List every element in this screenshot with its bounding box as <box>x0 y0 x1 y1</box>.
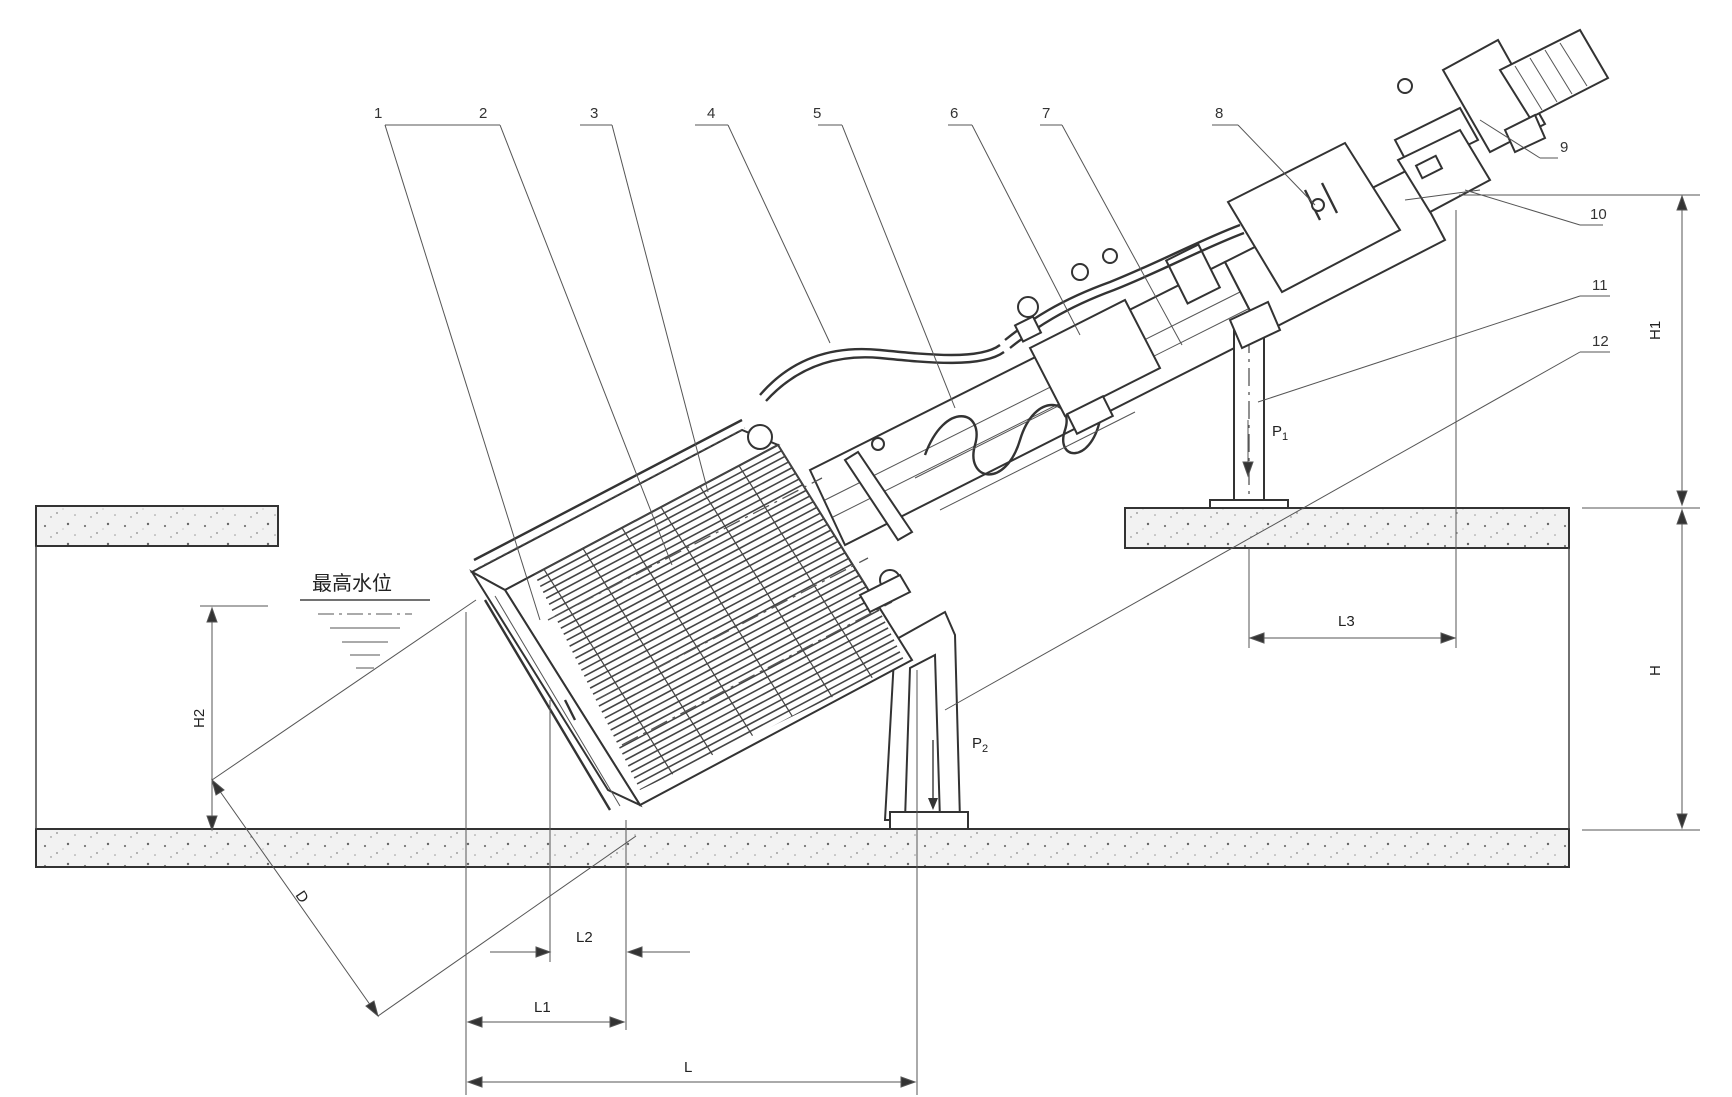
leader-lines <box>384 119 1610 711</box>
screen-bar <box>625 636 900 784</box>
screen-bar <box>589 580 864 727</box>
dim-label-l1: L1 <box>534 999 551 1016</box>
force-label-p2: P2 <box>972 735 988 755</box>
screen-bar <box>611 614 885 761</box>
dim-label-l2: L2 <box>576 929 593 946</box>
screen-bar <box>520 449 782 597</box>
screen-bar <box>607 608 882 755</box>
dim-label-h1: H1 <box>1647 321 1664 340</box>
concrete-top-right-slab <box>1124 507 1570 549</box>
support-leg-upper <box>1209 300 1289 509</box>
dim-label-h: H <box>1647 665 1664 676</box>
screen-bar <box>525 478 800 625</box>
screen-bar <box>575 557 850 704</box>
screen-bar <box>572 551 846 699</box>
screen-bar <box>628 642 903 789</box>
screen-bar <box>582 568 857 716</box>
concrete-floor-slab <box>35 828 1570 868</box>
screen-bar <box>604 602 878 750</box>
part-label-9: 9 <box>1560 139 1568 156</box>
screen-bar <box>614 619 889 767</box>
dim-label-h2: H2 <box>191 709 208 728</box>
screen-bar <box>536 495 811 642</box>
water-level-symbol <box>300 599 430 669</box>
screen-bar <box>520 455 786 603</box>
part-label-12: 12 <box>1592 333 1609 350</box>
screen-bar <box>540 500 814 648</box>
part-label-7: 7 <box>1042 105 1050 122</box>
screen-bar <box>561 534 836 682</box>
screen-bar <box>520 444 779 591</box>
screen-bar <box>522 472 797 619</box>
part-label-5: 5 <box>813 105 821 122</box>
screen-rib <box>738 465 875 682</box>
drum-screen <box>469 418 914 811</box>
screen-bar <box>600 597 875 744</box>
screen-bar <box>520 466 793 614</box>
part-label-4: 4 <box>707 105 715 122</box>
drive-housing <box>1226 141 1402 294</box>
screen-rib <box>660 506 797 723</box>
dim-label-l: L <box>684 1059 692 1076</box>
screen-bar <box>520 461 790 608</box>
force-label-p1: P1 <box>1272 423 1288 443</box>
gear-motor <box>1397 28 1610 154</box>
part-label-3: 3 <box>590 105 598 122</box>
screen-rib <box>543 568 680 785</box>
screen-rib <box>621 527 758 744</box>
part-label-10: 10 <box>1590 206 1607 223</box>
screen-bar <box>550 517 825 665</box>
part-label-1: 1 <box>374 105 382 122</box>
water-level-label: 最高水位 <box>312 571 392 595</box>
screen-rib <box>699 486 836 702</box>
part-label-6: 6 <box>950 105 958 122</box>
screen-bar <box>529 483 804 631</box>
screen-bar <box>554 523 829 670</box>
screen-bar <box>632 647 905 790</box>
screen-bar <box>557 529 832 676</box>
screen-bar <box>543 506 818 653</box>
screen-bar <box>568 546 843 693</box>
wash-pipe <box>759 223 1245 402</box>
screen-bar <box>579 563 853 710</box>
screen-bar <box>547 512 822 659</box>
dim-label-l3: L3 <box>1338 613 1355 630</box>
screen-bar <box>586 574 861 721</box>
screen-bar <box>565 540 839 687</box>
part-label-8: 8 <box>1215 105 1223 122</box>
press-housing <box>1017 243 1222 436</box>
screen-bar <box>533 489 807 636</box>
screen-bar <box>621 631 896 778</box>
concrete-top-left-slab <box>35 505 279 547</box>
dim-label-d: D <box>292 888 312 907</box>
screen-bar <box>593 585 868 733</box>
part-label-2: 2 <box>479 105 487 122</box>
screen-bar <box>618 625 893 772</box>
dimension-lines <box>200 194 1700 1095</box>
discharge-chute <box>1396 128 1492 214</box>
part-label-11: 11 <box>1592 277 1608 294</box>
screen-bar <box>596 591 871 738</box>
screen-rib <box>582 548 719 764</box>
